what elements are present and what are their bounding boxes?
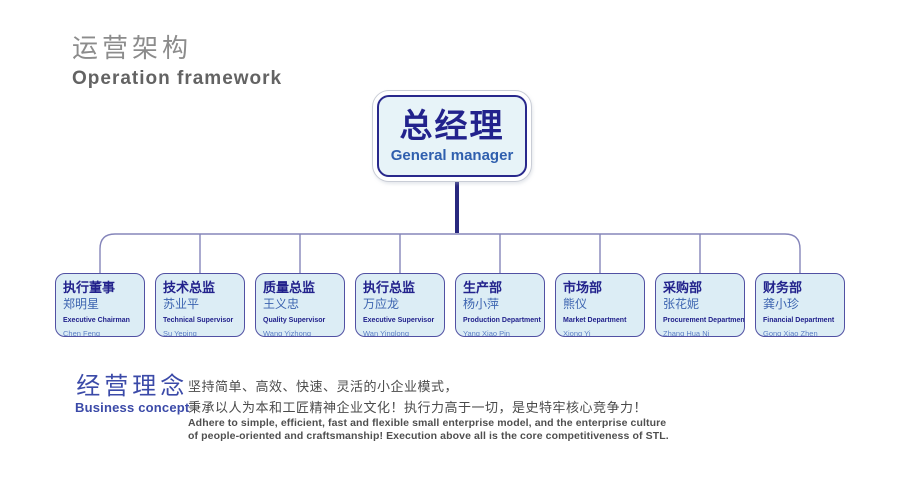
node-name-zh: 熊仪 (563, 297, 588, 312)
page-title-en: Operation framework (72, 68, 283, 89)
node-name-en: Zhang Hua Ni (663, 328, 710, 337)
node-name-en: Chen Feng (63, 328, 101, 337)
node-title-zh: 执行总监 (363, 280, 416, 295)
node-name-en: Gong Xiao Zhen (763, 328, 818, 337)
node-title-en: Financial Department (763, 317, 835, 325)
node-title-en: Procurement Department (663, 317, 745, 325)
org-node-financial-department: 财务部 龚小珍 Financial Department Gong Xiao Z… (755, 273, 845, 337)
concept-en-line2: of people-oriented and craftsmanship! Ex… (188, 430, 669, 442)
org-node-quality-supervisor: 质量总监 王义忠 Quality Supervisor Wang Yizhong (255, 273, 345, 337)
node-title-zh: 采购部 (663, 280, 703, 295)
node-title-zh: 质量总监 (263, 280, 316, 295)
node-name-zh: 苏业平 (163, 297, 200, 312)
node-title-en: Executive Supervisor (363, 317, 435, 325)
node-title-en: Executive Chairman (63, 317, 130, 325)
business-concept-title-en: Business concept (75, 400, 190, 416)
root-node-box: 总经理 General manager (377, 95, 527, 177)
concept-en-line1: Adhere to simple, efficient, fast and fl… (188, 417, 667, 429)
business-concept-text-en: Adhere to simple, efficient, fast and fl… (188, 417, 669, 443)
org-node-production-department: 生产部 杨小萍 Production Department Yang Xiao … (455, 273, 545, 337)
node-title-en: Market Department (563, 317, 627, 325)
node-title-en: Technical Supervisor (163, 317, 234, 325)
node-title-zh: 财务部 (763, 280, 803, 295)
node-title-en: Quality Supervisor (263, 317, 326, 325)
org-nodes-row: 执行董事 郑明星 Executive Chairman Chen Feng 技术… (55, 273, 845, 337)
root-node-title-en: General manager (390, 147, 514, 164)
node-title-zh: 生产部 (463, 280, 503, 295)
concept-zh-line2: 秉承以人为本和工匠精神企业文化！执行力高于一切，是史特牢核心竞争力！ (188, 400, 648, 415)
node-name-en: Wang Yizhong (263, 328, 312, 337)
business-concept-title-zh: 经营理念 (76, 373, 189, 400)
node-name-zh: 张花妮 (663, 297, 700, 312)
node-name-zh: 王义忠 (263, 297, 300, 312)
org-node-executive-supervisor: 执行总监 万应龙 Executive Supervisor Wan Yinglo… (355, 273, 445, 337)
node-name-zh: 万应龙 (363, 297, 400, 312)
org-node-procurement-department: 采购部 张花妮 Procurement Department Zhang Hua… (655, 273, 745, 337)
business-concept-heading: 经营理念 Business concept (75, 373, 190, 416)
node-name-zh: 龚小珍 (763, 297, 800, 312)
page-header: 运营架构 Operation framework (72, 28, 282, 90)
concept-zh-line1: 坚持简单、高效、快速、灵活的小企业模式， (188, 379, 459, 394)
org-node-executive-chairman: 执行董事 郑明星 Executive Chairman Chen Feng (55, 273, 145, 337)
node-name-en: Su Yeping (163, 328, 197, 337)
bus-line (99, 233, 801, 273)
node-title-zh: 执行董事 (63, 280, 116, 295)
root-node-general-manager: 总经理 General manager (372, 90, 532, 182)
node-name-zh: 杨小萍 (463, 297, 500, 312)
node-name-zh: 郑明星 (63, 297, 100, 312)
org-node-market-department: 市场部 熊仪 Market Department Xiong Yi (555, 273, 645, 337)
node-title-zh: 市场部 (563, 280, 603, 295)
business-concept-text-zh: 坚持简单、高效、快速、灵活的小企业模式， 秉承以人为本和工匠精神企业文化！执行力… (188, 376, 647, 418)
node-title-zh: 技术总监 (163, 280, 216, 295)
node-name-en: Xiong Yi (563, 328, 591, 337)
node-name-en: Yang Xiao Pin (463, 328, 510, 337)
node-title-en: Production Department (463, 317, 541, 325)
page-title-zh: 运营架构 (72, 33, 193, 63)
org-node-technical-supervisor: 技术总监 苏业平 Technical Supervisor Su Yeping (155, 273, 245, 337)
node-name-en: Wan Yinglong (363, 328, 410, 337)
root-node-title-zh: 总经理 (399, 107, 505, 144)
